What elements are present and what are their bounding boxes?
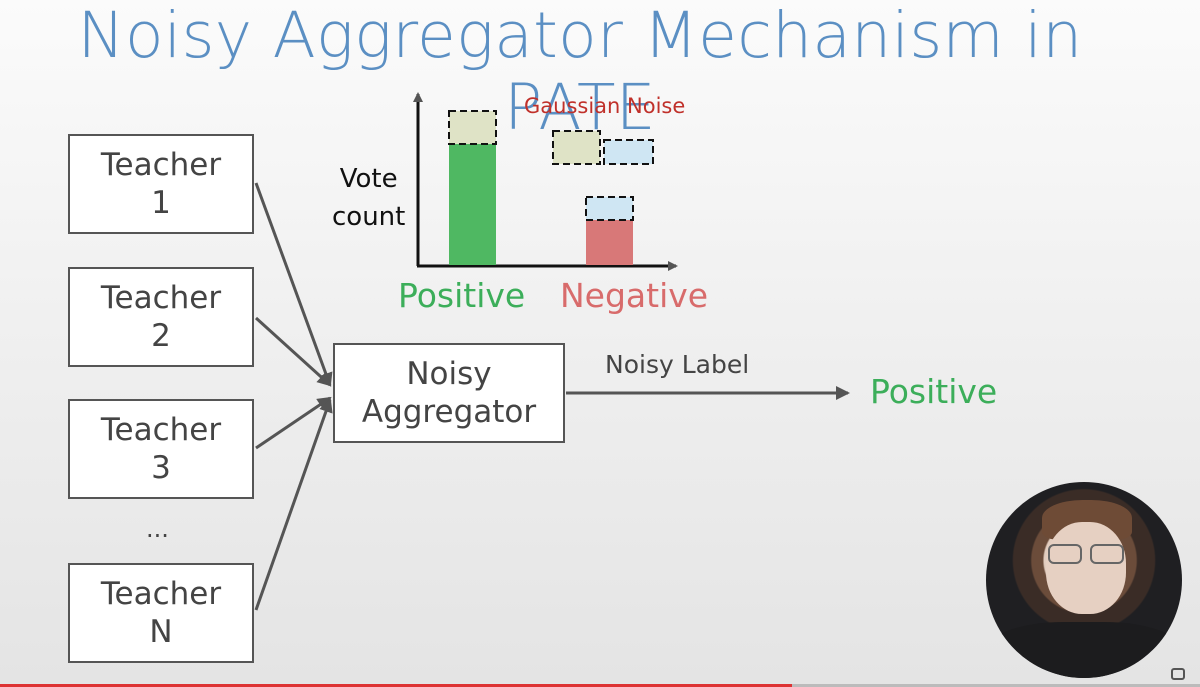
teachers-ellipsis: ...	[146, 515, 169, 543]
noisy-label-caption: Noisy Label	[605, 350, 750, 379]
noise-legend-box-negative	[603, 139, 654, 165]
teacher-2-box: Teacher 2	[68, 267, 254, 367]
category-negative: Negative	[560, 276, 709, 315]
output-label: Positive	[870, 372, 998, 411]
chart-y-label: Vote count	[332, 160, 405, 236]
teacher-n-number: N	[149, 614, 173, 650]
teacher-3-number: 3	[151, 450, 171, 486]
bar-positive	[449, 143, 496, 265]
gaussian-noise-label: Gaussian Noise	[524, 94, 686, 118]
video-progress-fill	[0, 684, 792, 687]
y-label-line-2: count	[332, 202, 406, 232]
aggregator-line-2: Aggregator	[361, 394, 537, 430]
bar-negative	[586, 220, 633, 265]
connector-teacher-2	[254, 316, 332, 387]
glasses-icon	[1044, 544, 1128, 564]
category-positive: Positive	[398, 276, 526, 315]
video-progress-bar[interactable]	[0, 684, 1200, 687]
teacher-n-box: Teacher N	[68, 563, 254, 663]
teacher-2-number: 2	[151, 318, 171, 354]
presenter-face	[1046, 522, 1126, 614]
presenter-shirt	[986, 622, 1182, 678]
aggregator-line-1: Noisy	[406, 356, 492, 392]
teacher-2-label: Teacher	[100, 280, 222, 316]
y-label-line-1: Vote	[339, 164, 398, 194]
teacher-1-box: Teacher 1	[68, 134, 254, 234]
teacher-3-label: Teacher	[100, 412, 222, 448]
teacher-1-number: 1	[151, 185, 171, 221]
slide-title: Noisy Aggregator Mechanism in PATE	[77, 0, 1083, 144]
presenter-webcam	[986, 482, 1182, 678]
teacher-3-box: Teacher 3	[68, 399, 254, 499]
connector-teacher-1	[254, 182, 333, 387]
noise-box-positive	[448, 110, 497, 145]
captions-icon[interactable]	[1171, 668, 1185, 680]
teacher-1-label: Teacher	[100, 147, 222, 183]
chart-axes	[413, 92, 678, 271]
noise-box-negative	[585, 196, 634, 221]
noisy-aggregator-box: Noisy Aggregator	[333, 343, 565, 443]
noise-legend-box-positive	[552, 130, 601, 165]
teacher-connectors	[254, 182, 333, 611]
connector-teacher-3	[255, 396, 332, 450]
teacher-n-label: Teacher	[100, 576, 222, 612]
connector-teacher-n	[254, 398, 333, 611]
